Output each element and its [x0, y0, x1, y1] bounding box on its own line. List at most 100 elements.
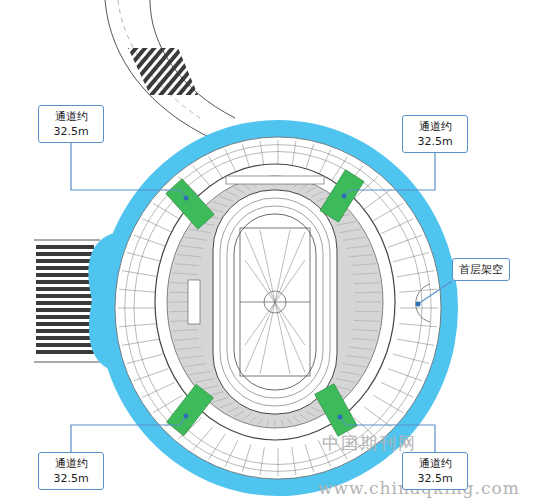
- partition: [399, 324, 437, 327]
- passage: [320, 170, 364, 222]
- aisle: [172, 273, 197, 274]
- aisle: [351, 264, 376, 266]
- aisle: [189, 229, 210, 233]
- partition: [388, 235, 422, 247]
- blue-ring: [98, 120, 458, 496]
- road-edge: [34, 240, 100, 241]
- aisle: [258, 419, 262, 425]
- track-lane: [220, 198, 330, 406]
- aisle: [200, 385, 218, 389]
- aisle: [349, 255, 373, 257]
- aisle: [242, 184, 250, 190]
- leader-dot: [184, 414, 189, 419]
- aisle: [234, 187, 244, 193]
- aisle: [300, 184, 308, 190]
- aisle: [227, 192, 239, 197]
- aisle: [311, 407, 323, 412]
- partition: [399, 289, 437, 292]
- aisle: [343, 237, 365, 240]
- road-line: [118, 0, 200, 118]
- field: [240, 228, 310, 376]
- passage: [167, 384, 214, 435]
- aisle: [242, 414, 250, 420]
- partition: [134, 369, 168, 381]
- aisle: [220, 196, 234, 201]
- aisle: [227, 407, 239, 412]
- callout-text: 通道约 32.5m: [45, 456, 97, 486]
- field-markings: [245, 230, 305, 374]
- aisle: [177, 347, 201, 349]
- aisle: [351, 338, 376, 340]
- aisle: [220, 403, 234, 408]
- callout-box: 首层架空: [452, 258, 510, 281]
- aisle: [213, 397, 228, 402]
- passage: [315, 384, 358, 437]
- road-edge: [105, 0, 215, 140]
- leader-dot: [338, 415, 343, 420]
- passages: [166, 170, 364, 437]
- aisle: [267, 420, 269, 426]
- partition: [119, 289, 157, 292]
- aisle: [340, 371, 361, 375]
- aisle: [355, 302, 381, 303]
- road-edge: [34, 362, 100, 363]
- partition: [278, 448, 279, 476]
- partition: [388, 369, 422, 381]
- leader-dot: [416, 302, 421, 307]
- partition: [225, 440, 238, 466]
- aisle: [354, 320, 380, 322]
- callout-text: 通道约 32.5m: [409, 456, 461, 486]
- callout-box: 通道约 32.5m: [402, 452, 468, 490]
- aisle: [275, 420, 276, 426]
- partition: [118, 308, 156, 309]
- aisle: [353, 330, 378, 331]
- leader-line: [418, 281, 452, 304]
- callout-text: 首层架空: [459, 262, 503, 277]
- aisle: [281, 420, 283, 426]
- leader-lines: [71, 143, 452, 452]
- aisle: [174, 338, 199, 340]
- aisle: [294, 417, 300, 423]
- crosswalk: [128, 48, 198, 95]
- aisle: [181, 246, 204, 249]
- partition: [119, 324, 157, 327]
- aisle: [185, 237, 207, 240]
- leader-line: [71, 143, 186, 198]
- bowl-outline: [155, 164, 395, 440]
- partition: [373, 395, 403, 412]
- leader-dot: [342, 194, 347, 199]
- aisle: [288, 419, 292, 425]
- partition: [193, 427, 213, 451]
- aisle: [234, 411, 244, 417]
- straight-run: [226, 176, 324, 184]
- aisle: [349, 347, 373, 349]
- aisle: [213, 202, 228, 207]
- callout-text: 通道约 32.5m: [409, 119, 461, 149]
- partition: [373, 203, 403, 220]
- track-lane: [227, 206, 323, 398]
- building-outline: [115, 137, 441, 479]
- partition: [134, 235, 168, 247]
- aisle: [355, 311, 381, 312]
- track-outer: [213, 190, 337, 414]
- callout-box: 通道约 32.5m: [38, 105, 104, 143]
- aisle: [346, 246, 369, 249]
- callout-box: 通道约 32.5m: [38, 452, 104, 490]
- aisle: [194, 379, 214, 383]
- crosswalk: [36, 245, 94, 357]
- callout-box: 通道约 32.5m: [402, 115, 468, 153]
- aisle: [300, 414, 308, 420]
- leader-line: [344, 153, 435, 196]
- aisle: [189, 371, 210, 375]
- aisle: [346, 356, 369, 359]
- aisle: [181, 356, 204, 359]
- aisle: [343, 364, 365, 367]
- callout-text: 通道约 32.5m: [45, 109, 97, 139]
- aisle: [354, 282, 380, 284]
- jump-area: [188, 280, 200, 324]
- aisle: [311, 192, 323, 197]
- aisle: [355, 292, 381, 293]
- leader-line: [71, 416, 186, 452]
- corridor: [134, 152, 422, 465]
